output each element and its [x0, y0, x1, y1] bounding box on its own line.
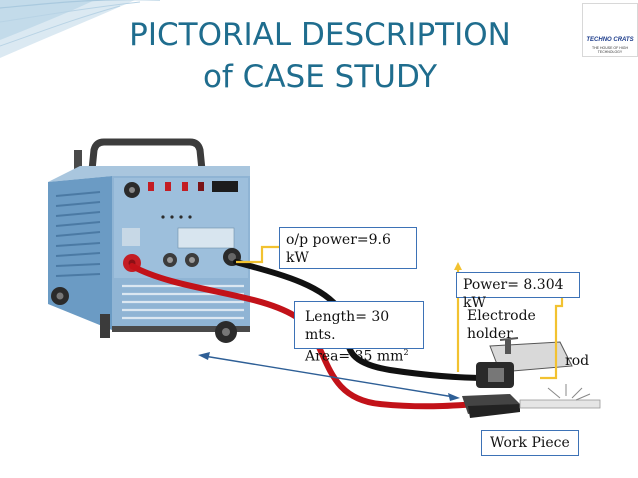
welding-machine	[48, 138, 250, 343]
slide-title: PICTORIAL DESCRIPTION of CASE STUDY	[70, 14, 570, 98]
logo-name: TECHNO CRATS	[586, 37, 634, 43]
title-line-2: of CASE STUDY	[202, 59, 438, 95]
output-power-line-2: kW	[286, 250, 309, 266]
cable-length-arrow	[198, 352, 460, 401]
work-piece-label: Work Piece	[481, 430, 579, 456]
logo-tagline: THE HOUSE OF HIGH TECHNOLOGY	[592, 46, 628, 54]
electrode-holder-line-1: Electrode	[467, 308, 536, 324]
cable-spec-label: Length= 30 mts. Area= 35 mm2	[294, 301, 424, 365]
electrode-holder-label: Electrode holder	[461, 305, 541, 345]
red-cable	[129, 263, 481, 410]
electrode-holder-line-2: holder	[467, 326, 513, 342]
cable-area-value: Area= 35 mm	[305, 348, 404, 365]
company-logo: TECHNO CRATS THE HOUSE OF HIGH TECHNOLOG…	[582, 3, 638, 57]
output-power-line-1: o/p power=9.6	[286, 232, 391, 248]
cable-area-superscript: 2	[403, 348, 409, 357]
work-piece-clamp	[462, 384, 601, 418]
title-line-1: PICTORIAL DESCRIPTION	[129, 17, 511, 53]
rod-label: rod	[565, 353, 590, 369]
holder-power-text: Power= 8.304 kW	[463, 277, 564, 311]
output-power-label: o/p power=9.6 kW	[279, 227, 417, 269]
cable-area-text: Area= 35 mm2	[305, 344, 413, 366]
wave-decoration	[0, 0, 160, 58]
cable-length-text: Length= 30 mts.	[305, 309, 390, 343]
holder-power-label: Power= 8.304 kW	[456, 272, 580, 311]
work-piece-text: Work Piece	[490, 435, 570, 451]
electrode-holder	[476, 337, 573, 388]
